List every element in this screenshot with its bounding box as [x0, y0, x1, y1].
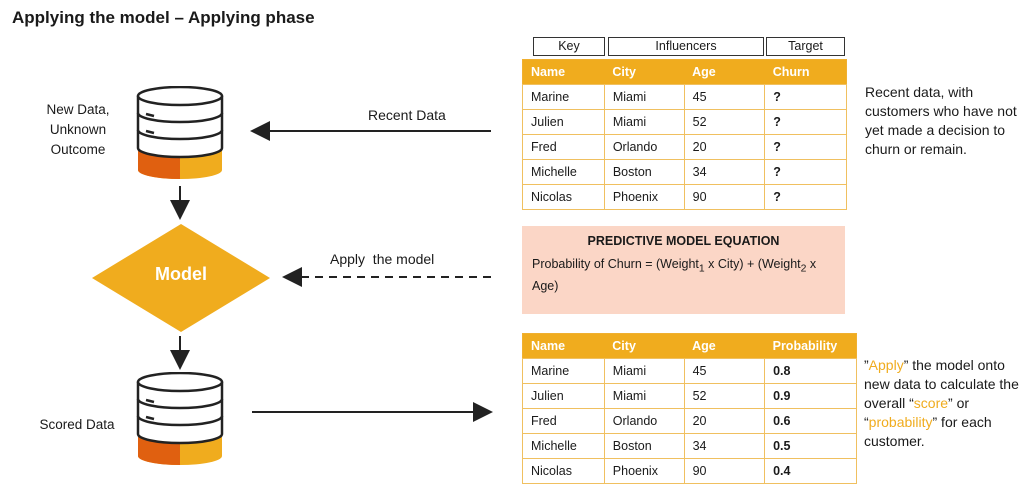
table-cell: Miami [603, 109, 685, 135]
table-cell: ? [764, 109, 847, 135]
key-header-box: Key [533, 37, 605, 56]
note-text: ” the model onto new data to calculate t… [864, 357, 1019, 411]
apply-model-arrow-label: Apply the model [330, 251, 435, 267]
note-text: ” [864, 357, 869, 373]
table-cell: 20 [683, 408, 766, 434]
table-row: Julien Miami 52 0.9 [522, 383, 857, 409]
table-cell: Phoenix [603, 458, 685, 484]
scored-data-note: ”Apply” the model onto new data to calcu… [864, 356, 1020, 451]
equation-part: Probability of Churn = (Weight [532, 257, 699, 271]
table-cell: Orlando [603, 134, 685, 160]
table-cell: Boston [603, 433, 685, 459]
column-header: Probability [764, 333, 857, 359]
table-row: Michelle Boston 34 ? [522, 159, 847, 185]
table-cell: Michelle [522, 433, 605, 459]
table-header-row: Name City Age Churn [522, 59, 847, 85]
table-cell: 90 [683, 184, 766, 210]
table-cell: 52 [683, 109, 766, 135]
recent-data-note: Recent data, with customers who have not… [865, 84, 1017, 157]
table-cell: 20 [683, 134, 766, 160]
column-header: Name [522, 333, 605, 359]
page-title: Applying the model – Applying phase [12, 8, 315, 27]
equation-part: x City) + (Weight [704, 257, 801, 271]
influencers-header-box: Influencers [608, 37, 764, 56]
table-cell: Miami [603, 84, 685, 110]
table-cell: Phoenix [603, 184, 685, 210]
table-cell: Orlando [603, 408, 685, 434]
highlight-probability: probability [868, 414, 933, 430]
equation-part: x Age) [532, 257, 817, 293]
column-header: City [604, 59, 685, 85]
column-header: Age [684, 333, 765, 359]
table-cell: 0.4 [764, 458, 857, 484]
equation-box: PREDICTIVE MODEL EQUATION Probability of… [522, 226, 845, 314]
table-cell: ? [764, 184, 847, 210]
table-cell: Nicolas [522, 184, 605, 210]
table-cell: Marine [522, 84, 605, 110]
note-text: ” or “ [864, 395, 970, 430]
table-cell: Marine [522, 358, 605, 384]
table-row: Nicolas Phoenix 90 ? [522, 184, 847, 210]
table-cell: Miami [603, 383, 685, 409]
highlight-score: score [913, 395, 949, 411]
table-row: Michelle Boston 34 0.5 [522, 433, 857, 459]
database-icon [136, 372, 224, 465]
table-cell: Julien [522, 383, 605, 409]
table-cell: Fred [522, 134, 605, 160]
table-cell: 45 [683, 358, 766, 384]
database-icon [136, 86, 224, 179]
table-cell: 0.5 [764, 433, 857, 459]
recent-data-arrow-label: Recent Data [368, 107, 446, 123]
column-header: Name [522, 59, 605, 85]
highlight-apply: Apply [868, 357, 904, 373]
note-text: ” for each customer. [864, 414, 992, 449]
table-cell: ? [764, 159, 847, 185]
table-cell: 0.9 [764, 383, 857, 409]
new-data-label: New Data, Unknown Outcome [46, 102, 110, 157]
table-cell: Julien [522, 109, 605, 135]
column-header: City [604, 333, 685, 359]
table-cell: Boston [603, 159, 685, 185]
table-cell: 0.8 [764, 358, 857, 384]
table-cell: Miami [603, 358, 685, 384]
scored-data-table: Name City Age Probability Marine Miami 4… [522, 333, 857, 484]
table-cell: 0.6 [764, 408, 857, 434]
table-cell: 45 [683, 84, 766, 110]
equation-subscript: 1 [698, 263, 705, 275]
scored-data-label: Scored Data [39, 417, 115, 432]
table-cell: ? [764, 84, 847, 110]
recent-data-table: Name City Age Churn Marine Miami 45 ? Ju… [522, 59, 847, 210]
table-row: Nicolas Phoenix 90 0.4 [522, 458, 857, 484]
table-cell: 90 [683, 458, 766, 484]
target-header-box: Target [766, 37, 845, 56]
table-row: Marine Miami 45 ? [522, 84, 847, 110]
table-cell: ? [764, 134, 847, 160]
table-row: Julien Miami 52 ? [522, 109, 847, 135]
column-header: Churn [764, 59, 847, 85]
table-row: Fred Orlando 20 ? [522, 134, 847, 160]
equation-text: Probability of Churn = (Weight1 x City) … [522, 248, 845, 295]
model-label: Model [155, 264, 207, 284]
model-diamond [92, 224, 270, 332]
table-header-row: Name City Age Probability [522, 333, 857, 359]
table-cell: 34 [683, 433, 766, 459]
table-cell: 34 [683, 159, 766, 185]
table-cell: 52 [683, 383, 766, 409]
column-header: Age [684, 59, 765, 85]
table-row: Marine Miami 45 0.8 [522, 358, 857, 384]
table-cell: Michelle [522, 159, 605, 185]
table-cell: Fred [522, 408, 605, 434]
table-row: Fred Orlando 20 0.6 [522, 408, 857, 434]
table-cell: Nicolas [522, 458, 605, 484]
equation-subscript: 2 [800, 263, 807, 275]
equation-title: PREDICTIVE MODEL EQUATION [587, 234, 780, 248]
